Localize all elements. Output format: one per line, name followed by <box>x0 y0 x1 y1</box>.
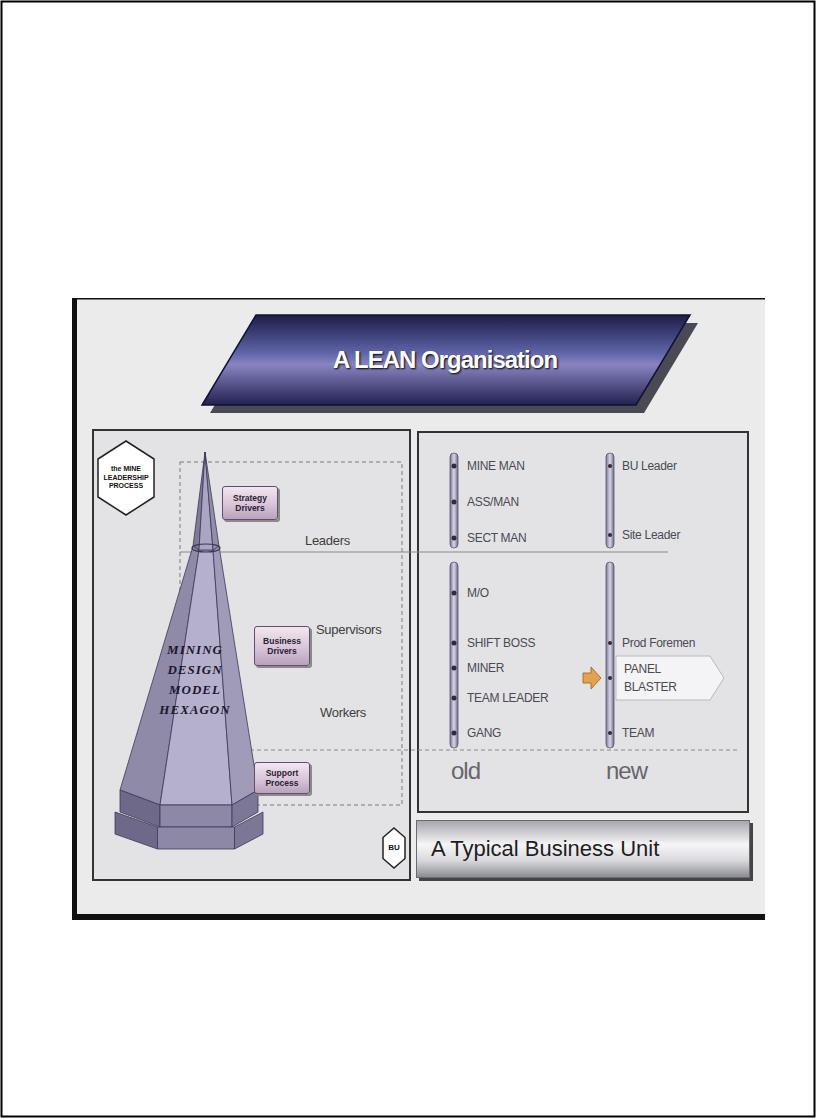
frame-top-edge <box>72 298 765 300</box>
box-text: Business Drivers <box>259 636 305 656</box>
spire-right-face <box>205 452 219 550</box>
box-text: Support Process <box>259 768 305 788</box>
base-tier-right <box>235 812 264 849</box>
pyramid-text: MINING DESIGN MODEL HEXAGON <box>150 640 240 720</box>
base-tier-front <box>158 827 235 849</box>
frame-bottom-bar <box>72 914 765 920</box>
panel-blaster-arrow <box>616 656 724 700</box>
title-banner <box>202 315 690 405</box>
hexagon-shape <box>98 441 154 515</box>
workers-divider <box>180 749 740 750</box>
column-label: old <box>451 756 480 785</box>
role-label: M/O <box>467 586 489 600</box>
business-unit-banner: A Typical Business Unit <box>416 820 750 878</box>
text-block: Business Drivers <box>259 636 305 656</box>
bar-dot <box>452 591 457 596</box>
bar-dot <box>452 500 457 505</box>
driver-box: Strategy Drivers <box>222 486 278 520</box>
text-block: BU <box>384 843 404 853</box>
text-block: A Typical Business Unit <box>431 836 735 862</box>
tier-label: Leaders <box>305 533 350 549</box>
bu-hexagon: BU <box>382 827 406 869</box>
title-text: A LEAN Organisation <box>215 345 675 375</box>
tier-label: Workers <box>320 705 366 721</box>
bar-dot <box>452 731 457 736</box>
base-tier-left <box>115 812 158 849</box>
new-worker-bar <box>606 562 614 748</box>
process-box: Support Process <box>254 762 310 794</box>
bar-dot <box>608 641 612 645</box>
base-tier-front <box>160 805 232 827</box>
leadership-hexagon: the MINE LEADERSHIP PROCESS <box>97 440 155 516</box>
bar-dots <box>452 464 613 736</box>
hexagon-shape <box>383 828 405 868</box>
hexagon-pyramid: MINING DESIGN MODEL HEXAGON <box>112 450 262 862</box>
old-leader-bar <box>450 453 458 548</box>
tier-label: Supervisors <box>316 622 381 638</box>
role-label: SECT MAN <box>467 531 526 545</box>
old-worker-bar <box>450 562 458 748</box>
bar-dot <box>452 666 457 671</box>
role-label: TEAM LEADER <box>467 691 548 705</box>
bar-dot <box>608 676 612 680</box>
bar-dot <box>608 533 612 537</box>
role-label: SHIFT BOSS <box>467 636 535 650</box>
leaders-divider <box>180 551 668 552</box>
hexagon-text: the MINE LEADERSHIP PROCESS <box>101 465 151 491</box>
image-frame <box>72 298 765 920</box>
box-text: Strategy Drivers <box>227 493 273 513</box>
role-label: MINE MAN <box>467 459 525 473</box>
role-label: Prod Foremen <box>622 636 695 650</box>
frame-left-bar <box>72 298 77 920</box>
role-label: BU Leader <box>622 459 677 473</box>
text-block: Support Process <box>259 768 305 788</box>
bar-dot <box>452 641 457 646</box>
bar-dot <box>452 536 457 541</box>
left-panel <box>93 430 410 880</box>
bar-dot <box>608 731 612 735</box>
banner-text: A Typical Business Unit <box>431 836 735 862</box>
text-block: the MINE LEADERSHIP PROCESS <box>101 465 151 491</box>
role-label: PANEL BLASTER <box>624 660 694 696</box>
transition-arrow <box>583 667 601 689</box>
right-panel <box>418 432 748 812</box>
bar-dot <box>608 464 612 468</box>
new-leader-bar <box>606 453 614 548</box>
bar-dot <box>452 696 457 701</box>
text-block: Strategy Drivers <box>227 493 273 513</box>
column-label: new <box>606 756 647 785</box>
hexagon-text: BU <box>384 843 404 853</box>
pyramid-collar <box>192 544 220 552</box>
role-label: GANG <box>467 726 501 740</box>
text-block: MINING DESIGN MODEL HEXAGON <box>150 640 240 720</box>
role-label: Site Leader <box>622 528 680 542</box>
role-label: TEAM <box>622 726 654 740</box>
role-label: MINER <box>467 661 504 675</box>
driver-box: Business Drivers <box>254 626 310 666</box>
role-label: ASS/MAN <box>467 495 519 509</box>
bar-dot <box>452 464 457 469</box>
